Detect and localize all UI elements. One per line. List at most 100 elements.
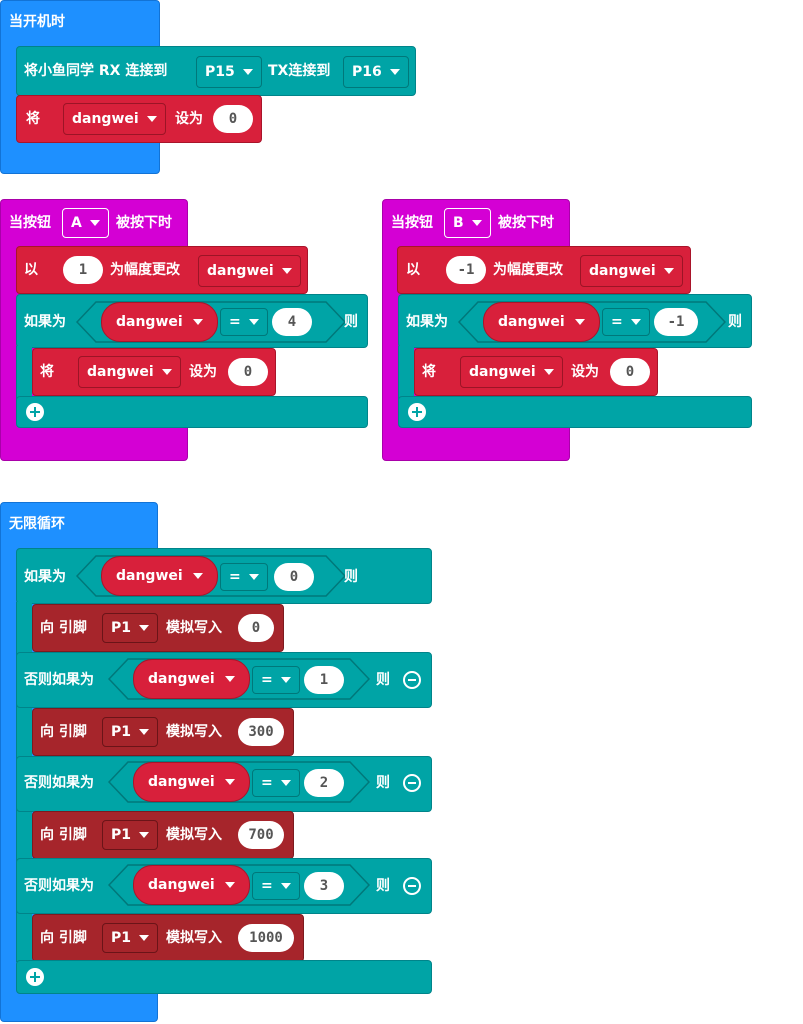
- if-block-spine: [398, 346, 414, 400]
- value-input[interactable]: 0: [610, 358, 650, 386]
- serial-redirect-label: 将小鱼同学 RX 连接到: [24, 63, 168, 79]
- variable-dropdown[interactable]: dangwei: [460, 356, 563, 388]
- analog-write-label: 模拟写入: [166, 930, 222, 946]
- if-label: 如果为: [24, 569, 66, 585]
- analog-write-label: 模拟写入: [166, 827, 222, 843]
- if-block-spine: [16, 346, 32, 400]
- minus-icon[interactable]: [403, 774, 421, 792]
- variable-name: dangwei: [207, 263, 274, 279]
- operator-dropdown[interactable]: =: [252, 769, 300, 797]
- chevron-down-icon: [139, 729, 150, 735]
- operator-value: =: [229, 569, 241, 585]
- variable-name: dangwei: [116, 314, 183, 330]
- pin-dropdown[interactable]: P1: [102, 820, 159, 850]
- value-input[interactable]: 0: [213, 105, 253, 133]
- pin-dropdown[interactable]: P1: [102, 923, 159, 953]
- pin-value: P1: [111, 827, 132, 843]
- chevron-down-icon: [192, 573, 203, 579]
- variable-dropdown[interactable]: dangwei: [78, 356, 181, 388]
- compare-value-input[interactable]: 3: [304, 872, 344, 900]
- compare-value-input[interactable]: -1: [654, 308, 698, 336]
- variable-reporter[interactable]: dangwei: [101, 302, 218, 342]
- compare-value-input[interactable]: 4: [272, 308, 312, 336]
- operator-value: =: [261, 672, 273, 688]
- rx-pin-value: P15: [205, 64, 235, 80]
- chevron-down-icon: [280, 780, 291, 786]
- if-elseif-footer: [16, 960, 432, 994]
- chevron-down-icon: [471, 220, 482, 226]
- compare-value-input[interactable]: 1: [304, 666, 344, 694]
- variable-dropdown[interactable]: dangwei: [580, 255, 683, 287]
- if-block-footer: [398, 396, 752, 428]
- if-block-footer: [16, 396, 368, 428]
- analog-write-pin-label: 向 引脚: [40, 827, 87, 843]
- compare-value-input[interactable]: 2: [304, 769, 344, 797]
- change-label: 为幅度更改: [493, 262, 563, 278]
- plus-icon[interactable]: [408, 403, 426, 421]
- button-b-dropdown[interactable]: B: [444, 208, 491, 238]
- variable-name: dangwei: [116, 568, 183, 584]
- value-input[interactable]: 0: [228, 358, 268, 386]
- button-a-hat-label: 当按钮: [9, 215, 51, 231]
- variable-dropdown[interactable]: dangwei: [63, 103, 166, 135]
- variable-name: dangwei: [498, 314, 565, 330]
- operator-dropdown[interactable]: =: [220, 308, 268, 336]
- operator-dropdown[interactable]: =: [252, 872, 300, 900]
- chevron-down-icon: [281, 268, 292, 274]
- chevron-down-icon: [543, 369, 554, 375]
- on-start-label: 当开机时: [9, 14, 65, 30]
- change-label: 为幅度更改: [110, 262, 180, 278]
- if-label: 如果为: [406, 314, 448, 330]
- chevron-down-icon: [280, 883, 291, 889]
- operator-dropdown[interactable]: =: [220, 563, 268, 591]
- analog-value-input[interactable]: 300: [238, 718, 284, 746]
- analog-value-input[interactable]: 0: [238, 614, 274, 642]
- then-label: 则: [728, 314, 742, 330]
- chevron-down-icon: [139, 832, 150, 838]
- rx-pin-dropdown[interactable]: P15: [196, 56, 262, 88]
- minus-icon[interactable]: [403, 671, 421, 689]
- analog-write-label: 模拟写入: [166, 620, 222, 636]
- then-label: 则: [344, 314, 358, 330]
- analog-value-input[interactable]: 1000: [238, 924, 294, 952]
- operator-value: =: [261, 878, 273, 894]
- variable-reporter[interactable]: dangwei: [133, 865, 250, 905]
- button-b-value: B: [453, 215, 464, 231]
- plus-icon[interactable]: [26, 968, 44, 986]
- pin-dropdown[interactable]: P1: [102, 717, 159, 747]
- button-a-dropdown[interactable]: A: [62, 208, 109, 238]
- chevron-down-icon: [663, 268, 674, 274]
- set-label: 将: [422, 364, 436, 380]
- analog-write-label: 模拟写入: [166, 724, 222, 740]
- variable-reporter[interactable]: dangwei: [101, 556, 218, 596]
- operator-dropdown[interactable]: =: [252, 666, 300, 694]
- plus-icon[interactable]: [26, 403, 44, 421]
- button-b-pressed-label: 被按下时: [498, 215, 554, 231]
- chevron-down-icon: [161, 369, 172, 375]
- tx-pin-dropdown[interactable]: P16: [343, 56, 409, 88]
- variable-reporter[interactable]: dangwei: [133, 762, 250, 802]
- button-a-pressed-label: 被按下时: [116, 215, 172, 231]
- variable-reporter[interactable]: dangwei: [133, 659, 250, 699]
- compare-value-input[interactable]: 0: [274, 563, 314, 591]
- variable-name: dangwei: [148, 877, 215, 893]
- analog-write-pin-label: 向 引脚: [40, 930, 87, 946]
- change-amount-input[interactable]: 1: [63, 256, 103, 284]
- then-label: 则: [344, 569, 358, 585]
- variable-reporter[interactable]: dangwei: [483, 302, 600, 342]
- minus-icon[interactable]: [403, 877, 421, 895]
- set-to-label: 设为: [571, 364, 599, 380]
- variable-name: dangwei: [72, 111, 139, 127]
- pin-dropdown[interactable]: P1: [102, 613, 159, 643]
- operator-dropdown[interactable]: =: [602, 308, 650, 336]
- variable-name: dangwei: [589, 263, 656, 279]
- variable-dropdown[interactable]: dangwei: [198, 255, 301, 287]
- forever-label: 无限循环: [9, 516, 65, 532]
- chevron-down-icon: [248, 319, 259, 325]
- set-label: 将: [26, 111, 40, 127]
- operator-value: =: [229, 314, 241, 330]
- chevron-down-icon: [389, 69, 400, 75]
- change-amount-input[interactable]: -1: [446, 256, 486, 284]
- analog-value-input[interactable]: 700: [238, 821, 284, 849]
- analog-write-pin-label: 向 引脚: [40, 620, 87, 636]
